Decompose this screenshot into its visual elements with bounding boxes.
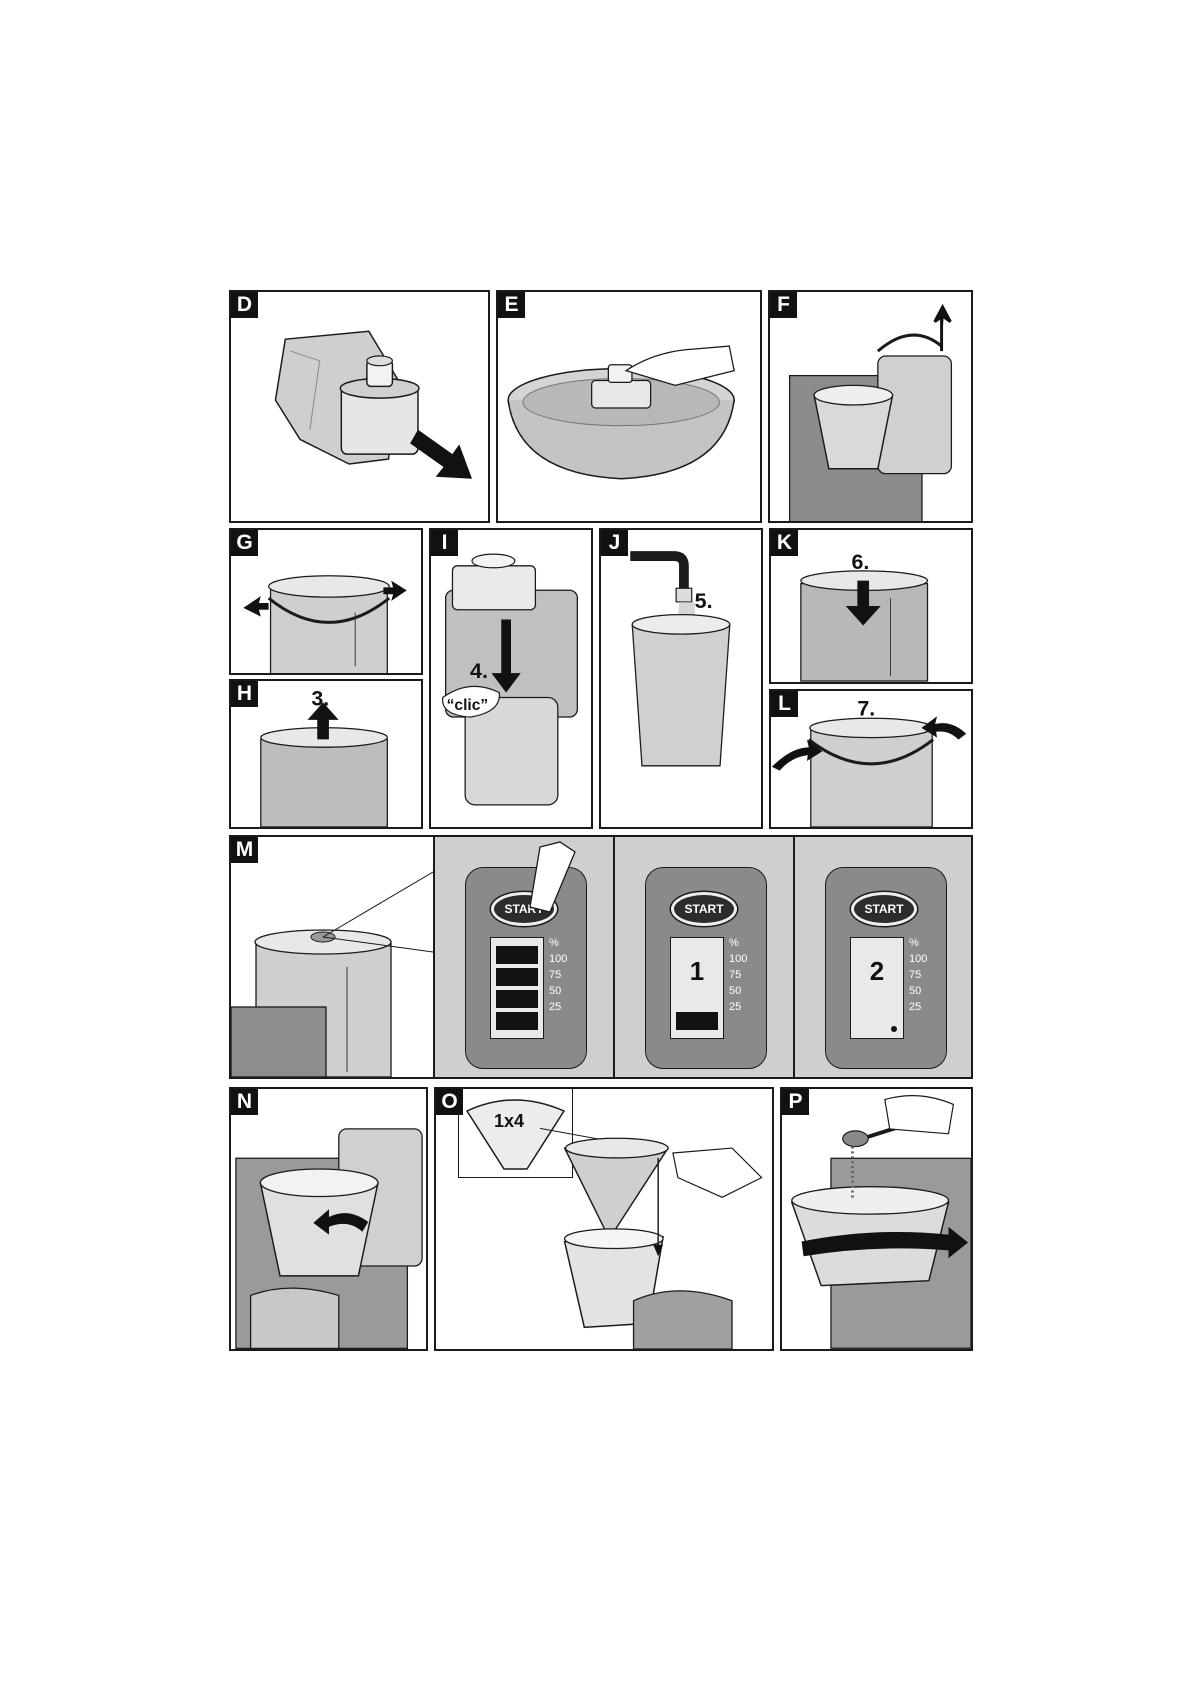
filter-insert-illustration	[539, 1127, 763, 1349]
step-number: 6.	[852, 550, 870, 574]
machine-view	[231, 837, 435, 1077]
tank-handle-open-illustration	[243, 575, 407, 673]
level-scale: % 100 75 50 25	[549, 937, 568, 1013]
panel-letter: P	[782, 1089, 809, 1115]
control-panel-step-2: START 1 % 100 75 50 25	[615, 837, 795, 1077]
filter-paper-inset: 1x4	[458, 1089, 573, 1178]
level-scale: % 100 75 50 25	[909, 937, 928, 1013]
panel-letter: J	[601, 530, 628, 556]
panel-g: G	[229, 528, 423, 675]
panel-m: M START % 100 75 50 25	[229, 835, 973, 1079]
level-scale: % 100 75 50 25	[729, 937, 748, 1013]
panel-f: F	[768, 290, 973, 523]
tank-lid-remove-illustration: 3.	[260, 686, 388, 827]
panel-letter: I	[431, 530, 458, 556]
tank-fill-tap-illustration: 5.	[630, 551, 731, 767]
finger-press-icon	[529, 841, 576, 913]
panel-l: L 7.	[769, 689, 973, 829]
click-sound-label: “clic”	[447, 697, 489, 714]
filter-holder-swing-illustration	[235, 1128, 423, 1349]
tank-handle-close-illustration: 7.	[771, 696, 967, 827]
panel-letter: D	[231, 292, 258, 318]
program-number: 2	[869, 956, 885, 986]
tank-insert-illustration: 6.	[800, 550, 929, 682]
panel-letter: N	[231, 1089, 258, 1115]
panel-letter: H	[231, 681, 258, 707]
panel-e: E	[496, 290, 762, 523]
start-label: START	[684, 902, 724, 916]
panel-j: J 5.	[599, 528, 763, 829]
step-number: 4.	[470, 659, 488, 683]
filter-unpack-illustration	[274, 330, 473, 479]
level-display	[490, 937, 544, 1039]
coffee-measure-illustration	[790, 1095, 971, 1349]
panel-letter: L	[771, 691, 798, 717]
step-number: 7.	[857, 696, 875, 720]
filter-size-label: 1x4	[494, 1111, 525, 1131]
control-panel-step-1: START % 100 75 50 25	[435, 837, 615, 1077]
filter-insert-illustration: 4. “clic”	[442, 553, 578, 806]
step-number: 3.	[311, 686, 329, 710]
start-label: START	[864, 902, 904, 916]
panel-p: P	[780, 1087, 973, 1351]
step-number: 5.	[695, 589, 713, 613]
panel-letter: K	[771, 530, 798, 556]
panel-letter: O	[436, 1089, 463, 1115]
level-display: 1	[670, 937, 724, 1039]
filter-soak-illustration	[507, 345, 735, 480]
program-number: 1	[689, 956, 705, 986]
start-button[interactable]: START	[671, 892, 737, 926]
control-panel-step-3: START 2 % 100 75 50 25	[795, 837, 971, 1077]
start-button[interactable]: START	[851, 892, 917, 926]
panel-letter: F	[770, 292, 797, 318]
panel-k: K 6.	[769, 528, 973, 684]
panel-letter: E	[498, 292, 525, 318]
tank-start-illustration	[231, 871, 433, 1077]
panel-letter: G	[231, 530, 258, 556]
panel-letter: M	[231, 837, 258, 863]
panel-n: N	[229, 1087, 428, 1351]
water-tank-lift-illustration	[788, 303, 953, 521]
panel-h: H 3.	[229, 679, 423, 829]
panel-i: I 4. “clic”	[429, 528, 593, 829]
panel-o: O 1x4	[434, 1087, 774, 1351]
level-display: 2	[850, 937, 904, 1039]
panel-d: D	[229, 290, 490, 523]
